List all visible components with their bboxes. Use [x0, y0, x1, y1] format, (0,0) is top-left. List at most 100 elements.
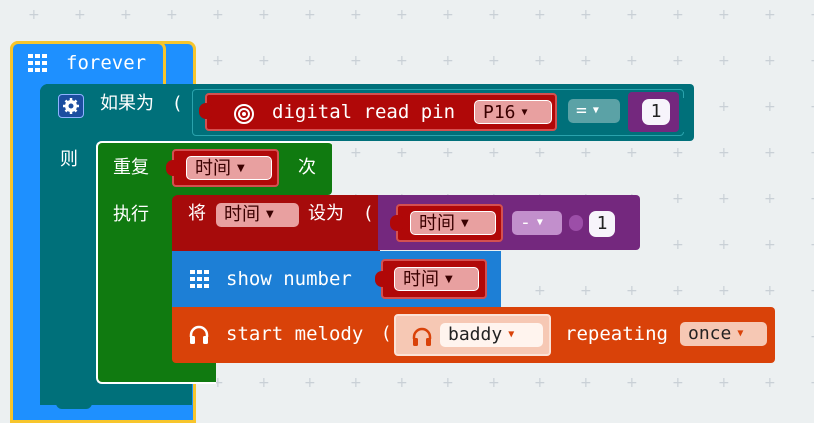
repeat-count-tab — [166, 160, 180, 176]
grid-cross: + — [488, 7, 500, 23]
grid-cross: + — [488, 145, 500, 161]
grid-cross: + — [442, 7, 454, 23]
grid-cross: + — [212, 375, 224, 391]
expr-operator-value: - — [520, 212, 531, 233]
operator-value: = — [576, 100, 587, 121]
expr-variable-tab — [390, 215, 404, 231]
grid-cross: + — [626, 7, 638, 23]
operand-value[interactable]: 1 — [642, 99, 670, 125]
if-block-bottom-notch — [56, 395, 92, 409]
grid-cross: + — [764, 99, 776, 115]
grid-cross: + — [534, 145, 546, 161]
set-variable-dropdown[interactable]: 时间 ▼ — [216, 203, 299, 227]
grid-cross: + — [626, 283, 638, 299]
grid-cross: + — [718, 375, 730, 391]
do-keyword: 执行 — [113, 204, 149, 225]
pin-dropdown-value: P16 — [483, 102, 516, 123]
grid-cross: + — [764, 145, 776, 161]
grid-cross: + — [764, 191, 776, 207]
repeating-label: repeating — [565, 323, 668, 345]
grid-cross: + — [672, 7, 684, 23]
then-keyword: 则 — [60, 149, 78, 170]
chevron-down-icon: ▼ — [592, 105, 599, 116]
grid-cross: + — [304, 7, 316, 23]
grid-cross: + — [718, 53, 730, 69]
grid-cross: + — [28, 7, 40, 23]
grid-cross: + — [810, 238, 814, 252]
grid-cross: + — [580, 53, 592, 69]
grid-cross: + — [350, 7, 362, 23]
grid-cross: + — [718, 237, 730, 253]
grid-cross: + — [672, 375, 684, 391]
chevron-down-icon: ▼ — [508, 329, 515, 340]
headphones-icon — [188, 324, 210, 350]
grid-cross: + — [718, 191, 730, 207]
grid-cross: + — [718, 7, 730, 23]
show-variable-tab — [375, 271, 389, 287]
grid-cross: + — [580, 7, 592, 23]
grid-cross: + — [672, 145, 684, 161]
grid-cross: + — [764, 237, 776, 253]
chevron-down-icon: ▼ — [521, 107, 528, 118]
expr-variable-value: 时间 — [419, 213, 455, 234]
grid-cross: + — [442, 53, 454, 69]
operator-dropdown[interactable]: =▼ — [568, 99, 620, 123]
gear-icon[interactable] — [58, 94, 84, 118]
chevron-down-icon: ▼ — [266, 209, 274, 220]
grid-cross: + — [810, 376, 814, 390]
grid-cross: + — [534, 7, 546, 23]
grid-cross: + — [764, 53, 776, 69]
grid-cross: + — [810, 8, 814, 22]
chevron-down-icon: ▼ — [536, 217, 543, 228]
melody-dropdown[interactable]: baddy▼ — [440, 323, 543, 347]
grid-cross: + — [258, 7, 270, 23]
grid-cross: + — [672, 237, 684, 253]
grid-cross: + — [764, 283, 776, 299]
to-keyword: 设为 — [308, 203, 344, 224]
expr-operand-value[interactable]: 1 — [589, 211, 615, 237]
grid-cross: + — [810, 54, 814, 68]
grid-cross: + — [580, 375, 592, 391]
expr-operand-tab — [569, 215, 583, 231]
grid-cross: + — [672, 191, 684, 207]
grid-cross: + — [810, 146, 814, 160]
grid-cross: + — [718, 283, 730, 299]
set-keyword: 将 — [188, 203, 206, 224]
grid-icon — [190, 270, 210, 292]
digital-read-label: digital read pin — [272, 101, 456, 123]
chevron-down-icon: ▼ — [445, 274, 453, 285]
digital-read-tab — [199, 103, 213, 119]
grid-cross: + — [672, 53, 684, 69]
show-variable-value: 时间 — [403, 269, 439, 290]
grid-cross: + — [120, 7, 132, 23]
grid-cross: + — [534, 53, 546, 69]
repeat-option-dropdown[interactable]: once▼ — [680, 322, 767, 346]
grid-cross: + — [764, 7, 776, 23]
grid-cross: + — [672, 283, 684, 299]
grid-cross: + — [396, 375, 408, 391]
grid-cross: + — [350, 145, 362, 161]
grid-cross: + — [74, 7, 86, 23]
grid-cross: + — [442, 145, 454, 161]
expr-variable-dropdown[interactable]: 时间▼ — [410, 211, 496, 235]
set-variable-value: 时间 — [224, 204, 260, 225]
grid-cross: + — [534, 375, 546, 391]
if-keyword: 如果为 — [100, 93, 154, 114]
grid-cross: + — [304, 53, 316, 69]
headphones-icon — [411, 326, 433, 352]
grid-cross: + — [718, 99, 730, 115]
grid-cross: + — [534, 283, 546, 299]
grid-cross: + — [810, 100, 814, 114]
grid-cross: + — [488, 375, 500, 391]
pin-dropdown[interactable]: P16 ▼ — [474, 100, 552, 124]
repeat-keyword: 重复 — [113, 157, 149, 178]
chevron-down-icon: ▼ — [737, 328, 744, 339]
show-variable-dropdown[interactable]: 时间 ▼ — [394, 267, 479, 291]
grid-cross: + — [810, 192, 814, 206]
grid-cross: + — [580, 145, 592, 161]
repeat-variable-dropdown[interactable]: 时间▼ — [186, 156, 272, 180]
repeat-variable-value: 时间 — [195, 158, 231, 179]
target-icon — [233, 103, 255, 129]
grid-cross: + — [350, 375, 362, 391]
expr-operator-dropdown[interactable]: -▼ — [512, 211, 562, 235]
